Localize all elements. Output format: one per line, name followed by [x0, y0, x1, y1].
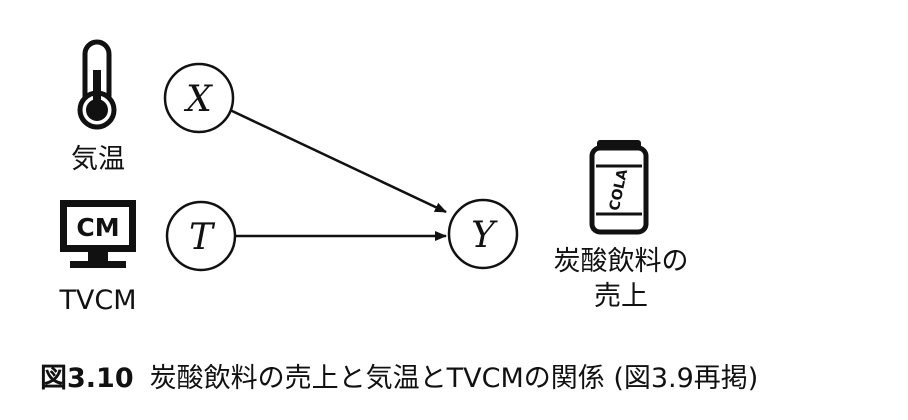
causal-graph: CM COLA X T Y: [60, 39, 649, 272]
node-y-label: Y: [471, 215, 498, 256]
node-x: X: [163, 62, 235, 134]
sales-label-line2: 売上: [594, 281, 648, 312]
edge-x-to-y: [229, 108, 447, 214]
node-y: Y: [447, 198, 519, 270]
caption-text: 炭酸飲料の売上と気温とTVCMの関係 (図3.9再掲): [149, 363, 759, 394]
cola-can-icon: COLA: [589, 140, 649, 235]
tv-screen-text: CM: [76, 213, 119, 242]
node-x-label: X: [183, 79, 213, 120]
tv-cm-icon: CM: [60, 200, 136, 268]
node-t-label: T: [189, 217, 216, 258]
figure-number: 図3.10: [40, 363, 134, 394]
can-text: COLA: [607, 168, 631, 213]
temperature-label: 気温: [71, 144, 125, 175]
node-t: T: [165, 200, 237, 272]
sales-label-line1: 炭酸飲料の: [553, 246, 689, 277]
tvcm-label: TVCM: [59, 285, 137, 316]
thermometer-icon: [77, 39, 117, 130]
figure-caption: 図3.10 炭酸飲料の売上と気温とTVCMの関係 (図3.9再掲): [40, 356, 758, 395]
